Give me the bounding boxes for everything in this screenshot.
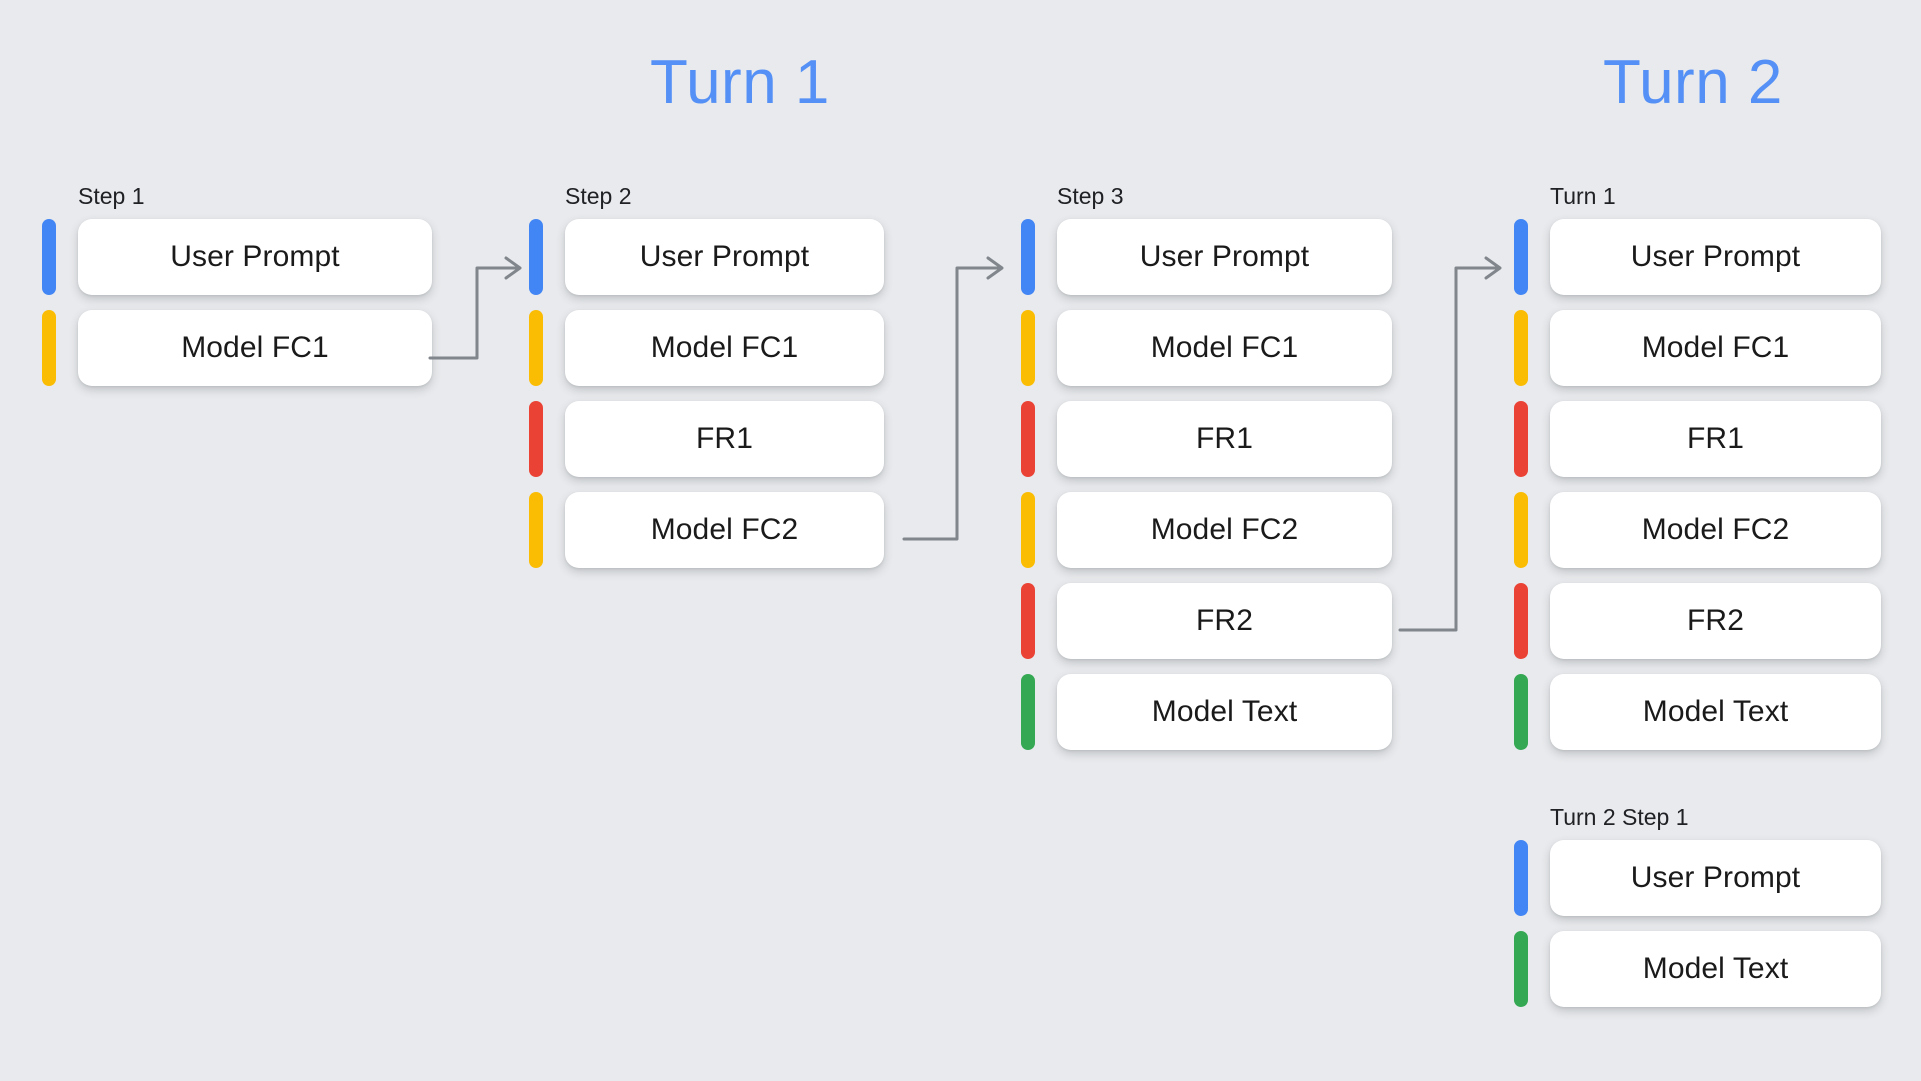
list-item[interactable]: Model FC1 (1021, 310, 1392, 386)
function-response-marker-icon (529, 401, 543, 477)
list-item[interactable]: User Prompt (529, 219, 884, 295)
list-item[interactable]: Model FC1 (529, 310, 884, 386)
card-model-fc1[interactable]: Model FC1 (565, 310, 884, 386)
list-item[interactable]: User Prompt (1514, 219, 1881, 295)
list-item[interactable]: Model Text (1514, 931, 1881, 1007)
card-model-text[interactable]: Model Text (1550, 674, 1881, 750)
model-text-marker-icon (1514, 931, 1528, 1007)
model-function-call-marker-icon (529, 310, 543, 386)
card-model-fc2[interactable]: Model FC2 (1550, 492, 1881, 568)
user-prompt-marker-icon (1021, 219, 1035, 295)
function-response-marker-icon (1021, 401, 1035, 477)
list-item[interactable]: FR2 (1021, 583, 1392, 659)
list-item[interactable]: FR1 (1021, 401, 1392, 477)
list-item[interactable]: User Prompt (1514, 840, 1881, 916)
list-item[interactable]: Model FC1 (1514, 310, 1881, 386)
function-response-marker-icon (1021, 583, 1035, 659)
card-user-prompt[interactable]: User Prompt (1550, 219, 1881, 295)
model-function-call-marker-icon (1514, 310, 1528, 386)
model-text-marker-icon (1514, 674, 1528, 750)
card-model-fc1[interactable]: Model FC1 (1550, 310, 1881, 386)
column-label-step-2: Step 2 (565, 183, 632, 209)
card-fr2[interactable]: FR2 (1550, 583, 1881, 659)
turn-2-heading: Turn 2 (1603, 48, 1783, 117)
column-label-step-3: Step 3 (1057, 183, 1124, 209)
list-item[interactable]: User Prompt (1021, 219, 1392, 295)
list-item[interactable]: Model FC1 (42, 310, 432, 386)
card-model-fc2[interactable]: Model FC2 (1057, 492, 1392, 568)
list-item[interactable]: Model FC2 (529, 492, 884, 568)
column-rows: User Prompt Model FC1 FR1 Model FC2 FR2 … (1514, 219, 1881, 750)
list-item[interactable]: Model FC2 (1021, 492, 1392, 568)
card-model-fc1[interactable]: Model FC1 (78, 310, 432, 386)
card-fr1[interactable]: FR1 (1057, 401, 1392, 477)
card-user-prompt[interactable]: User Prompt (78, 219, 432, 295)
card-user-prompt[interactable]: User Prompt (565, 219, 884, 295)
list-item[interactable]: FR1 (1514, 401, 1881, 477)
list-item[interactable]: Model FC2 (1514, 492, 1881, 568)
user-prompt-marker-icon (529, 219, 543, 295)
function-response-marker-icon (1514, 401, 1528, 477)
card-model-fc2[interactable]: Model FC2 (565, 492, 884, 568)
model-function-call-marker-icon (529, 492, 543, 568)
connector-step2-to-step3 (902, 250, 1022, 560)
model-function-call-marker-icon (1021, 310, 1035, 386)
card-fr2[interactable]: FR2 (1057, 583, 1392, 659)
model-text-marker-icon (1021, 674, 1035, 750)
column-label-turn-1: Turn 1 (1550, 183, 1616, 209)
connector-step1-to-step2 (428, 250, 540, 380)
column-label-turn-2-step-1: Turn 2 Step 1 (1550, 804, 1689, 830)
list-item[interactable]: Model Text (1514, 674, 1881, 750)
connector-step3-to-turn2 (1398, 250, 1520, 650)
card-model-fc1[interactable]: Model FC1 (1057, 310, 1392, 386)
card-model-text[interactable]: Model Text (1550, 931, 1881, 1007)
user-prompt-marker-icon (42, 219, 56, 295)
column-label-step-1: Step 1 (78, 183, 145, 209)
list-item[interactable]: FR2 (1514, 583, 1881, 659)
function-response-marker-icon (1514, 583, 1528, 659)
card-fr1[interactable]: FR1 (565, 401, 884, 477)
model-function-call-marker-icon (1514, 492, 1528, 568)
turn-1-heading: Turn 1 (650, 48, 830, 117)
list-item[interactable]: FR1 (529, 401, 884, 477)
list-item[interactable]: User Prompt (42, 219, 432, 295)
column-rows: User Prompt Model FC1 FR1 Model FC2 FR2 … (1021, 219, 1392, 750)
column-rows: User Prompt Model Text (1514, 840, 1881, 1007)
user-prompt-marker-icon (1514, 840, 1528, 916)
user-prompt-marker-icon (1514, 219, 1528, 295)
model-function-call-marker-icon (1021, 492, 1035, 568)
column-rows: User Prompt Model FC1 FR1 Model FC2 (529, 219, 884, 568)
card-user-prompt[interactable]: User Prompt (1550, 840, 1881, 916)
list-item[interactable]: Model Text (1021, 674, 1392, 750)
card-user-prompt[interactable]: User Prompt (1057, 219, 1392, 295)
card-model-text[interactable]: Model Text (1057, 674, 1392, 750)
card-fr1[interactable]: FR1 (1550, 401, 1881, 477)
column-rows: User Prompt Model FC1 (42, 219, 432, 386)
model-function-call-marker-icon (42, 310, 56, 386)
